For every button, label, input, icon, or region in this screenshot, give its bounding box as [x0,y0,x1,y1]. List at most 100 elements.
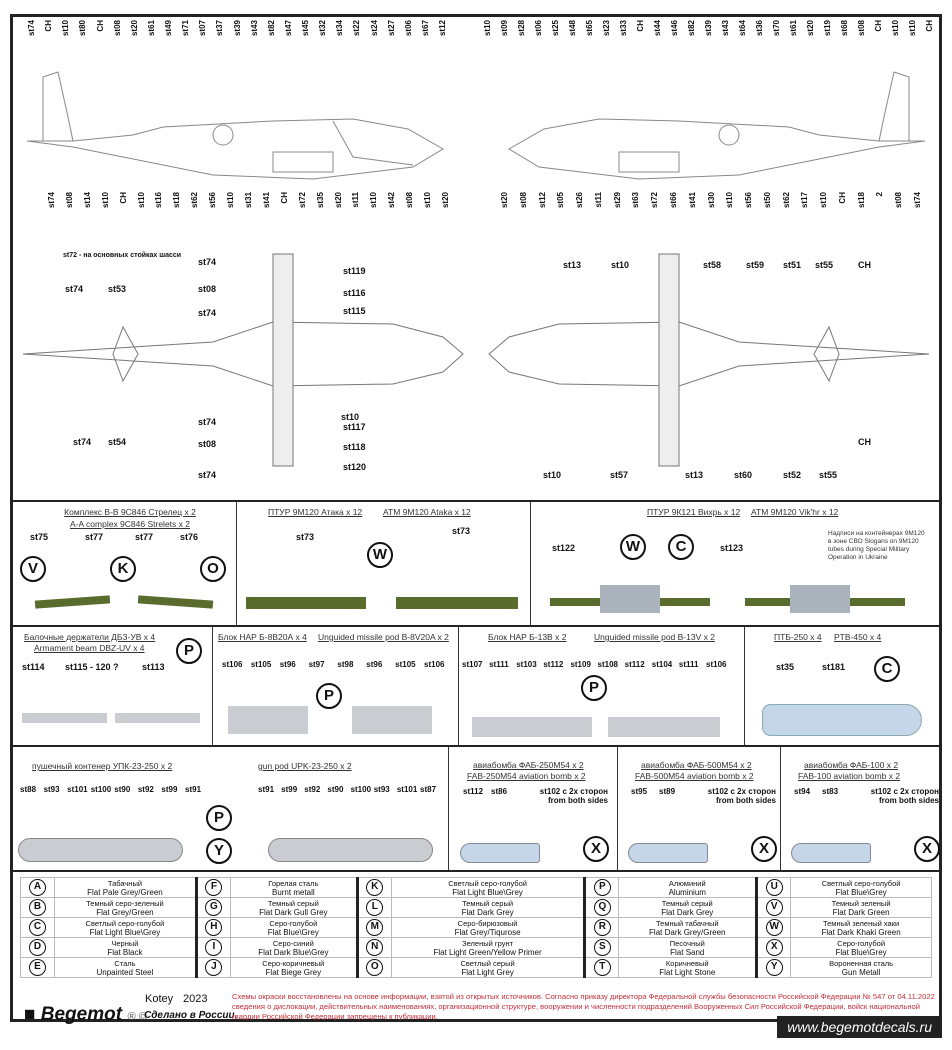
callout-label: st11 [593,192,603,208]
color-name-ru: Горелая сталь [268,878,319,888]
panel-title: ATM 9M120 Vik'hr x 12 [751,507,839,517]
callout-label: st91 [185,785,202,794]
color-name-ru: Темный серый [661,898,713,908]
color-name-en: Flat Dark Gull Grey [259,907,328,917]
author: Kotey [145,993,174,1005]
color-name-en: Burnt metall [271,887,315,897]
legend-code-cell: M [355,917,392,938]
color-name-ru: Серо-синий [272,938,314,948]
color-code-badge: B [29,899,46,916]
callout: st114 [22,662,45,672]
callout-label: st101 [67,785,88,794]
callout-label: st74 [27,20,36,37]
color-code-badge: C [29,919,46,936]
website-link[interactable]: www.begemotdecals.ru [777,1016,942,1038]
color-code-badge: X [751,836,777,862]
callout-label: st10 [483,20,492,37]
callout-label: st10 [908,20,917,37]
callout-label: st05 [556,192,566,209]
color-code-badge: T [593,959,611,976]
callout: st73 [452,526,471,536]
color-name-ru: Светлый серо-голубой [821,878,901,888]
divider [744,627,745,745]
color-code-badge: H [205,919,223,936]
panel-title: ПТУР 9М120 Атака х 12 [268,507,363,517]
callout-label: st10 [100,192,110,209]
color-code-badge: A [29,879,46,896]
callout-label: st31 [244,192,253,209]
divider [212,627,213,745]
callout-label: st52 [783,470,802,480]
rocket-pod [472,717,592,737]
callout-label: st96 [366,660,383,669]
color-code-badge: V [765,899,783,916]
callout-label: st16 [154,192,164,209]
color-name-ru: Серо-голубой [837,938,886,948]
callout-label: st74 [47,192,56,209]
callout-label: st08 [198,439,217,449]
divider [458,627,459,745]
divider [13,500,939,502]
callout-label: st106 [706,660,727,669]
callout: st77 [135,532,154,542]
color-name-ru: Темный серо-зеленый [86,898,164,908]
callout-label: st100 [90,785,112,794]
panel-title: A-A complex 9C846 Strelets x 2 [69,519,190,529]
callout-label: st64 [738,20,747,37]
callout: st35 [776,662,795,672]
bomb-drawing [791,843,871,863]
callout-label: st10 [226,192,236,209]
callout-label: st61 [146,20,156,37]
callout-label: st105 [395,660,416,669]
legend-code-cell: C [20,917,55,938]
callout-label: st20 [806,20,815,37]
callout-label: st26 [575,192,585,209]
callout: st181 [822,662,846,672]
color-code-badge: P [593,879,611,896]
callout-label: st88 [20,785,37,794]
callout: st77 [85,532,104,542]
color-name-en: Flat Light Green/Yellow Primer [433,947,542,957]
side-view-drawings [26,71,926,180]
callout-label: st34 [335,20,345,37]
legend-code-cell: X [755,937,792,958]
callout-label: st08 [405,192,415,209]
year: 2023 [183,993,208,1005]
color-code-badge: P [206,805,232,831]
callout-label: st107 [462,660,483,669]
panel-title: пушечный контенер УПК-23-250 х 2 [32,761,173,771]
callout-label: st67 [420,20,430,37]
callout-label: st74 [198,308,217,318]
hippo-icon: ■ [24,1004,41,1025]
color-code-badge: X [583,836,609,862]
rocket-pod [228,706,308,734]
callout-label: st118 [343,442,366,452]
callout-label: CH [858,437,871,447]
divider [13,625,939,627]
callout-label: st74 [913,192,922,209]
callout-label: st20 [441,192,450,209]
fuel-tank [762,704,922,736]
callout-label: st37 [215,20,225,37]
callout-label: st43 [721,20,730,37]
callout-label: st08 [518,192,528,209]
callout-label: st12 [438,20,447,37]
callout-label: st82 [266,20,276,37]
brand-name: Begemot [40,1004,123,1025]
color-code-badge: D [29,939,46,956]
callout-label: st55 [819,470,838,480]
beam [22,713,107,723]
callout-label: st51 [783,260,802,270]
legend-code-cell: T [583,957,620,978]
top-view-helicopter [22,253,464,467]
